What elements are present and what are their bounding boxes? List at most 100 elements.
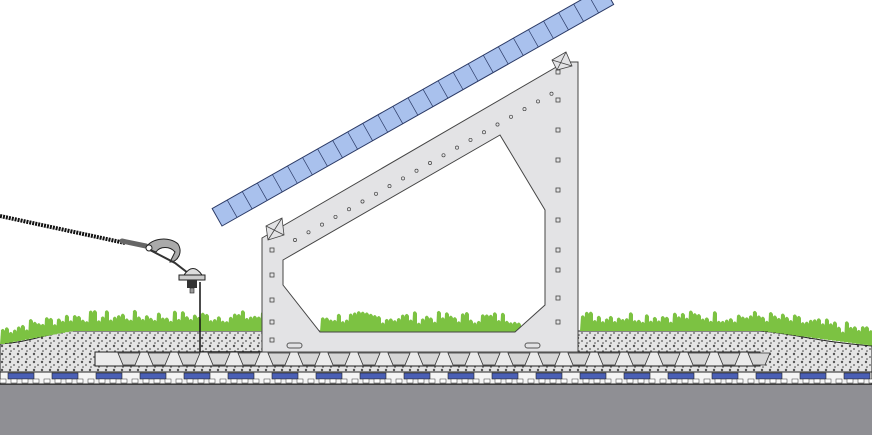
grass-tuft (800, 322, 805, 337)
grass-tuft (664, 316, 669, 331)
grass-tuft (188, 318, 193, 331)
grass-tuft (28, 318, 33, 339)
grass-tuft (828, 323, 833, 341)
grass-tuft (8, 331, 13, 343)
grass-tuft (456, 321, 461, 332)
grass-tuft (768, 311, 773, 333)
grass-tuft (496, 319, 501, 332)
panel-cell-divider (241, 191, 253, 210)
grass-tuft (460, 313, 465, 332)
frame-hole (555, 187, 561, 193)
grass-tuft (80, 319, 85, 331)
grass-tuft (840, 331, 845, 342)
grass-tuft (220, 320, 225, 331)
grass-tuft (616, 317, 621, 331)
panel-cell-divider (392, 106, 404, 124)
grass-tuft (704, 317, 709, 331)
frame-hole (555, 157, 561, 163)
grass-tuft (468, 319, 473, 332)
grass-tuft (784, 316, 789, 335)
grass-tuft (684, 317, 689, 331)
profile-trapezoid (567, 352, 591, 366)
drainage-cup (139, 372, 167, 380)
grass-tuft (124, 318, 129, 331)
panel-bracket (265, 217, 285, 241)
grass-tuft (756, 315, 761, 331)
drainage-cup (271, 372, 299, 380)
profile-trapezoid (477, 352, 501, 366)
grass-tuft (796, 315, 801, 336)
grass-tuft (580, 315, 585, 331)
grass-tuft (644, 314, 649, 331)
grass-tuft (208, 320, 213, 331)
grass-tuft (808, 319, 813, 338)
grass-tuft (660, 315, 665, 331)
grass-tuft (508, 322, 513, 332)
grass-tuft (452, 317, 457, 332)
grass-tuft (216, 316, 221, 331)
cable-ferrule (119, 238, 149, 249)
panel-cell-divider (226, 199, 238, 218)
profile-trapezoid (507, 352, 531, 366)
grass-tuft (52, 324, 57, 335)
panel-cell-divider (272, 174, 283, 193)
grass-tuft (596, 315, 601, 331)
panel-bracket (551, 51, 573, 71)
grass-tuft (16, 326, 21, 342)
panel-cell-divider (437, 80, 449, 99)
drainage-cup (623, 372, 651, 380)
drainage-cup (711, 372, 739, 380)
grass-tuft (636, 319, 641, 331)
drainage-cup (535, 372, 563, 380)
drainage-cup (227, 372, 255, 380)
grass-tuft (612, 320, 617, 331)
grass-tuft (24, 329, 29, 340)
grass-tuft (752, 310, 757, 331)
grass-tuft (852, 326, 857, 344)
grass-tuft (40, 323, 45, 337)
frame-hole (555, 319, 561, 325)
frame-foot-slot (524, 342, 541, 349)
grass-tuft (812, 319, 817, 338)
grass-tuft (588, 311, 593, 331)
grass-tuft (192, 314, 197, 331)
frame-hole (549, 91, 554, 96)
profile-trapezoid (357, 352, 381, 366)
grass-tuft (84, 321, 89, 331)
grass-tuft (724, 319, 729, 331)
grass-tuft (652, 316, 657, 331)
drainage-cup (315, 372, 343, 380)
grass-tuft (320, 317, 325, 332)
grass-tuft (744, 317, 749, 331)
grass-tuft (340, 321, 345, 332)
grass-tuft (792, 314, 797, 336)
grass-tuft (820, 323, 825, 340)
grass-tuft (420, 318, 425, 332)
grass-tuft (228, 316, 233, 331)
grass-tuft (492, 312, 497, 332)
frame-hole (482, 130, 486, 135)
profile-trapezoid (177, 352, 201, 366)
frame-hole (374, 191, 378, 196)
frame-hole (555, 217, 561, 223)
frame-hole (293, 238, 297, 242)
grass-tuft (156, 312, 161, 331)
grass-tuft (428, 317, 433, 332)
grass-tuft (584, 311, 589, 331)
grass-tuft (748, 315, 753, 331)
drainage-cup (667, 372, 695, 380)
panel-cell-divider (543, 20, 554, 39)
grass-tuft (132, 309, 137, 331)
grass-tuft (96, 320, 101, 331)
frame-hole (387, 184, 392, 189)
frame-hole (495, 122, 500, 127)
panel-cell-divider (347, 131, 358, 150)
grass-tuft (648, 320, 653, 331)
solar-panel (211, 0, 615, 227)
grass-tuft (776, 317, 781, 334)
panel-cell-divider (528, 29, 539, 48)
grass-tuft (856, 329, 861, 344)
profile-trapezoid (237, 352, 261, 366)
grass-tuft (36, 323, 41, 338)
grass-tuft (716, 320, 721, 331)
